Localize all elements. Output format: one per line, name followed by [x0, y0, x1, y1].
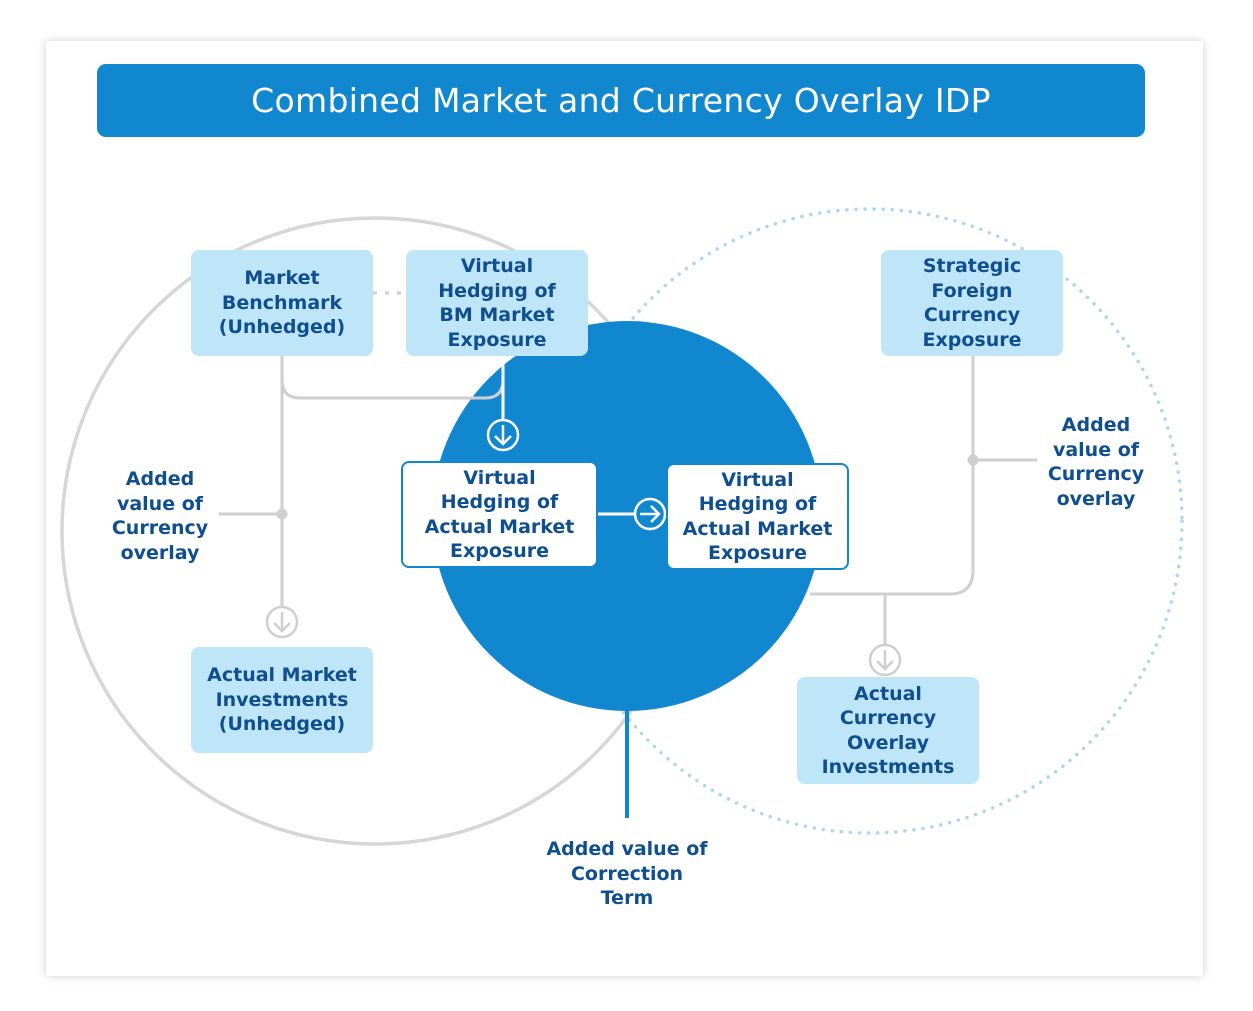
added-value-left-label: Added value of Currency overlay [111, 468, 209, 564]
junction-dot-left [276, 508, 288, 520]
virtual-hedging-bm-box: Virtual Hedging of BM Market Exposure [406, 250, 588, 356]
actual-market-box: Actual Market Investments (Unhedged) [191, 647, 373, 753]
arrow-circle-down-icon [486, 418, 520, 452]
virtual-hedging-actual-right-box: Virtual Hedging of Actual Market Exposur… [666, 463, 849, 570]
arrow-circle-right-icon [633, 497, 667, 531]
virtual-hedging-actual-left-box: Virtual Hedging of Actual Market Exposur… [401, 461, 598, 568]
strategic-fx-box: Strategic Foreign Currency Exposure [881, 250, 1063, 356]
junction-dot-right [967, 454, 979, 466]
arrow-circle-down-icon [265, 605, 299, 639]
inner-connectors [501, 358, 634, 516]
correction-circle [432, 321, 822, 711]
added-value-correction-label: Added value of Correction Term [546, 838, 708, 909]
actual-currency-box: Actual Currency Overlay Investments [797, 677, 979, 784]
arrow-circle-down-icon [868, 643, 902, 677]
market-benchmark-box: Market Benchmark (Unhedged) [191, 250, 373, 356]
currency-circle [556, 207, 1184, 835]
diagram-title: Combined Market and Currency Overlay IDP [97, 64, 1145, 137]
added-value-right-label: Added value of Currency overlay [1047, 414, 1145, 510]
